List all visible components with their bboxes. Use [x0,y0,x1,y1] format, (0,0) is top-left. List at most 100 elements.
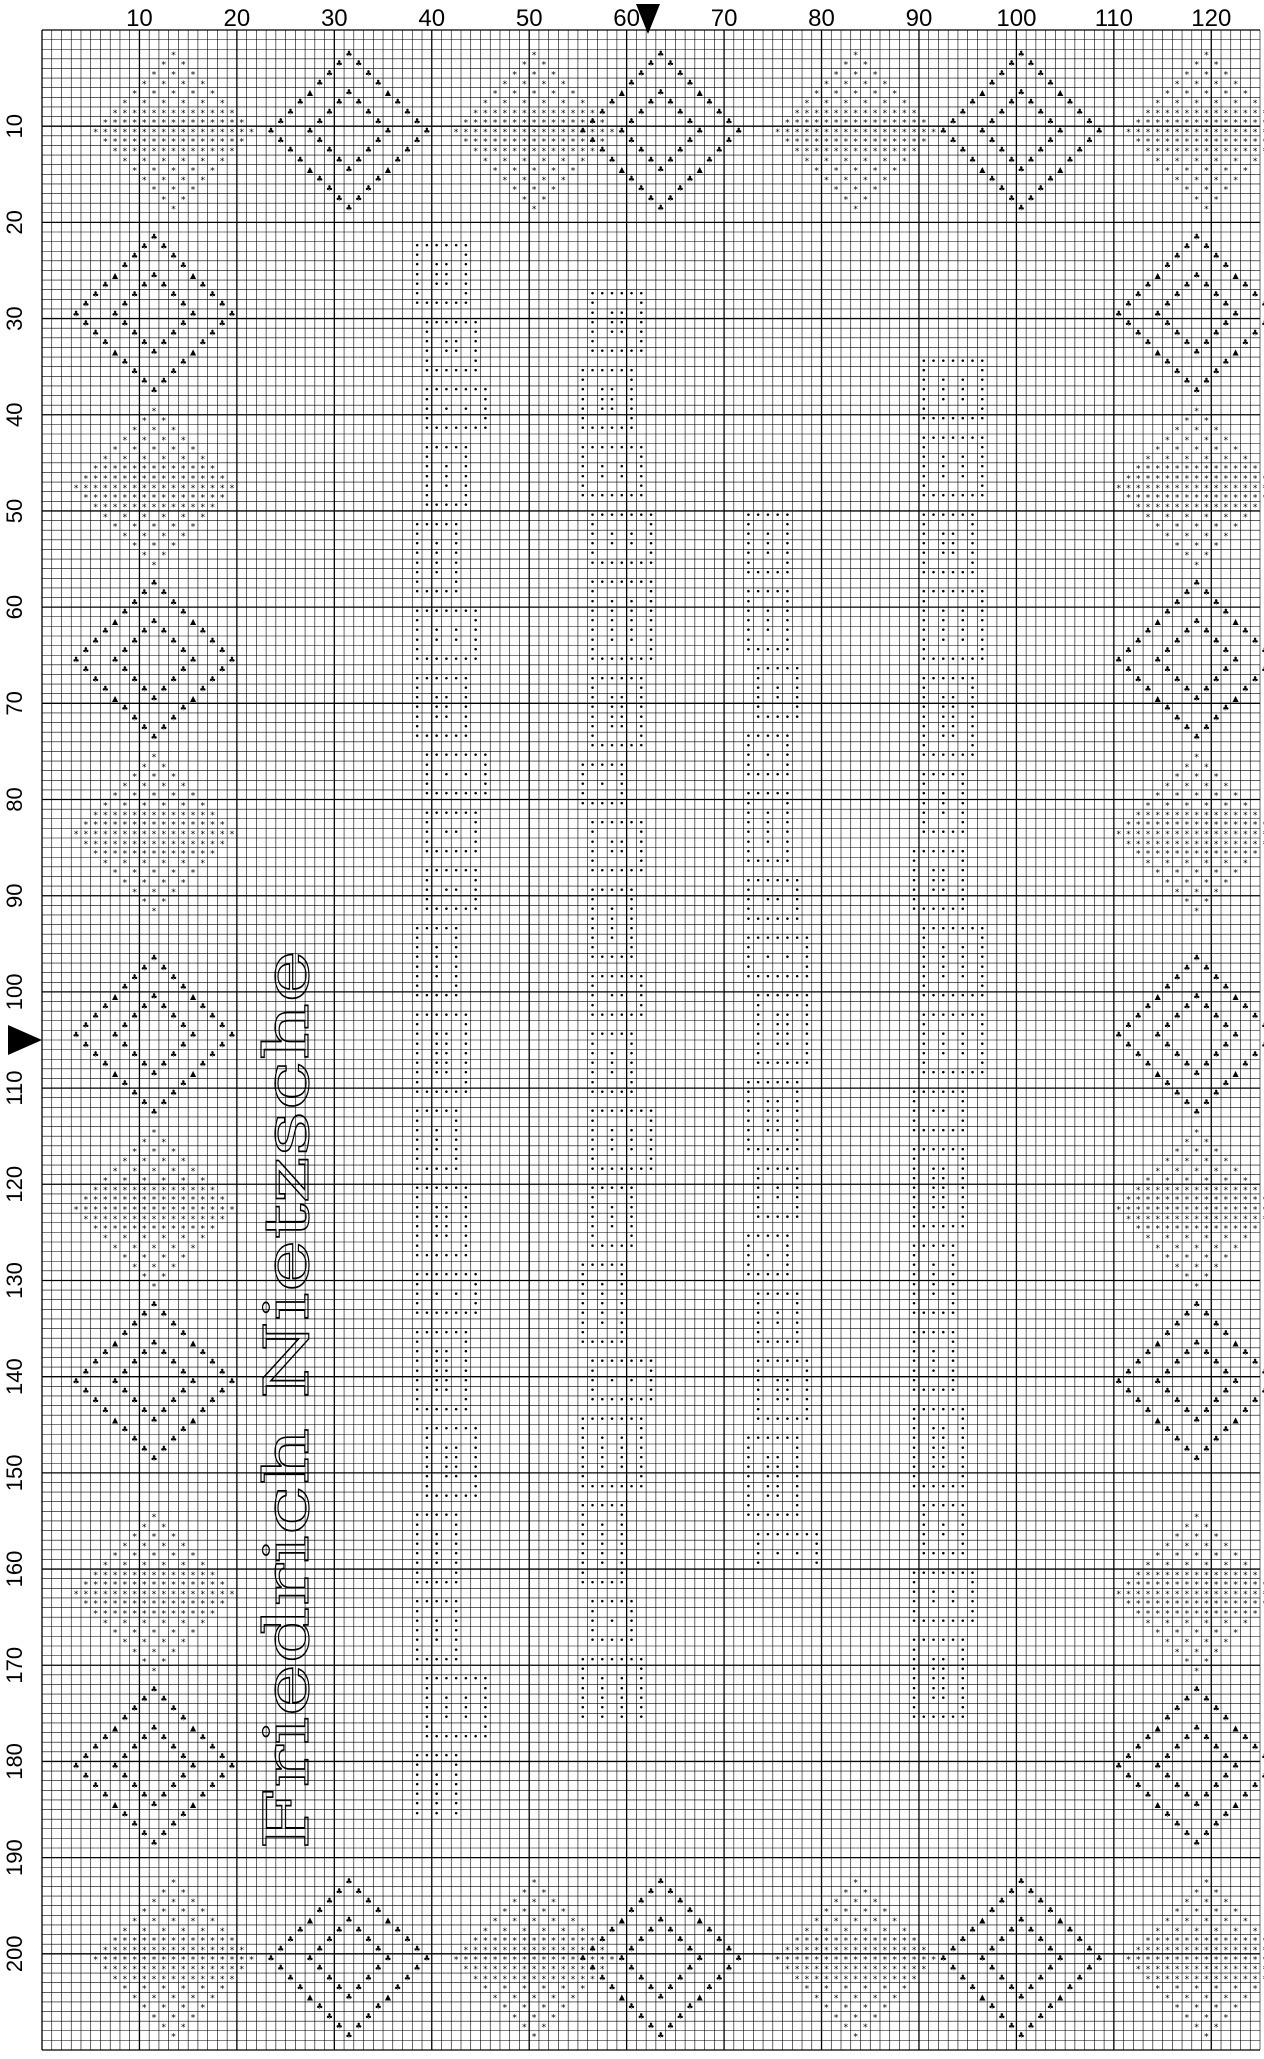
club-stitch: ♣ [1135,290,1142,299]
star-stitch: * [824,109,829,119]
dot-stitch: • [921,482,926,492]
dot-stitch: • [453,386,458,396]
star-stitch: * [132,1263,137,1273]
star-stitch: * [142,465,147,475]
dot-stitch: • [629,742,634,752]
star-stitch: * [1194,811,1199,821]
star-stitch: * [1165,484,1170,494]
club-stitch: ♣ [121,983,128,992]
club-stitch: ♣ [160,1348,167,1357]
star-stitch: * [883,80,888,90]
dot-stitch: • [911,1261,916,1271]
dot-stitch: • [473,751,478,761]
club-stitch: ♣ [647,155,654,164]
dot-stitch: • [444,703,449,713]
dot-stitch: • [619,1655,624,1665]
dot-stitch: • [580,1300,585,1310]
dot-stitch: • [473,1473,478,1483]
star-stitch: * [493,1946,498,1956]
club-stitch: ♣ [306,127,313,136]
star-stitch: * [142,2004,147,2014]
dot-stitch: • [931,1194,936,1204]
dot-stitch: • [453,1598,458,1608]
club-stitch: ♣ [316,1964,323,1973]
star-stitch: * [113,522,118,532]
club-stitch: ♣ [336,155,343,164]
star-stitch: * [181,1619,186,1629]
dot-stitch: • [600,1444,605,1454]
star-stitch: * [1194,176,1199,186]
club-stitch: ♣ [375,2002,382,2011]
star-stitch: * [1214,522,1219,532]
club-stitch: ♣ [150,1454,157,1463]
dot-stitch: • [960,1665,965,1675]
star-stitch: * [473,1946,478,1956]
dot-stitch: • [941,549,946,559]
star-stitch: * [493,1956,498,1966]
club-stitch: ♣ [1222,1425,1229,1434]
star-stitch: * [191,821,196,831]
star-stitch: * [1233,1927,1238,1937]
star-stitch: * [844,195,849,205]
dot-stitch: • [414,1328,419,1338]
star-stitch: * [1165,830,1170,840]
star-stitch: * [123,1638,128,1648]
star-stitch: * [1146,1225,1151,1235]
star-stitch: * [1155,1965,1160,1975]
dot-stitch: • [463,1675,468,1685]
star-stitch: * [152,1898,157,1908]
dot-stitch: • [444,1223,449,1233]
triangle-stitch: ▲ [619,165,626,174]
dot-stitch: • [629,597,634,607]
dot-stitch: • [765,992,770,1002]
dot-stitch: • [921,751,926,761]
star-stitch: * [123,436,128,446]
club-stitch: ♣ [170,598,177,607]
dot-stitch: • [941,1328,946,1338]
club-stitch: ♣ [608,98,615,107]
dot-stitch: • [590,684,595,694]
dot-stitch: • [639,511,644,521]
star-stitch: * [1204,90,1209,100]
club-stitch: ♣ [160,1694,167,1703]
club-stitch: ♣ [170,1819,177,1828]
club-stitch: ♣ [647,1983,654,1992]
dot-stitch: • [434,963,439,973]
club-stitch: ♣ [150,1415,157,1424]
dot-stitch: • [444,1184,449,1194]
star-stitch: * [581,147,586,157]
star-stitch: * [113,484,118,494]
club-stitch: ♣ [1183,963,1190,972]
dot-stitch: • [980,434,985,444]
star-stitch: * [132,1244,137,1254]
dot-stitch: • [746,1473,751,1483]
star-stitch: * [1194,445,1199,455]
club-stitch: ♣ [1222,1040,1229,1049]
dot-stitch: • [911,857,916,867]
dot-stitch: • [746,838,751,848]
star-stitch: * [201,1176,206,1186]
star-stitch: * [152,830,157,840]
star-stitch: * [1233,118,1238,128]
club-stitch: ♣ [355,1887,362,1896]
dot-stitch: • [424,886,429,896]
star-stitch: * [201,1590,206,1600]
star-stitch: * [1214,1648,1219,1658]
dot-stitch: • [960,1473,965,1483]
club-stitch: ♣ [725,1945,732,1954]
star-stitch: * [132,118,137,128]
star-stitch: * [1194,1975,1199,1985]
star-stitch: * [464,138,469,148]
dot-stitch: • [629,944,634,954]
star-stitch: * [844,109,849,119]
star-stitch: * [171,465,176,475]
dot-stitch: • [609,972,614,982]
star-stitch: * [1175,1580,1180,1590]
star-stitch: * [522,1888,527,1898]
star-stitch: * [1165,849,1170,859]
dot-stitch: • [619,472,624,482]
star-stitch: * [103,840,108,850]
star-stitch: * [1224,118,1229,128]
row-number-label: 10 [2,114,27,138]
club-stitch: ♣ [394,1983,401,1992]
